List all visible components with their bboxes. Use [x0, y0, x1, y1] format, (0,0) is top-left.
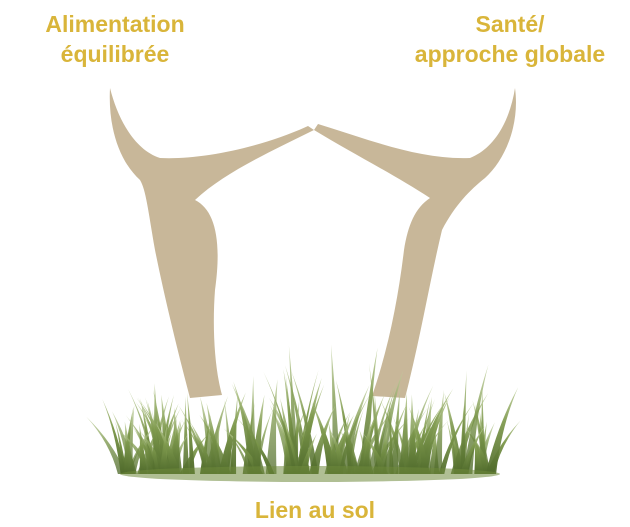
label-health-line-2: approche globale — [392, 39, 628, 69]
grass-base — [120, 466, 500, 482]
label-health-line-1: Santé/ — [392, 9, 628, 39]
label-health-global-approach: Santé/ approche globale — [392, 9, 628, 69]
label-soil-link: Lien au sol — [200, 495, 430, 525]
grass-tuft — [86, 345, 520, 483]
right-horn-shape — [314, 88, 516, 398]
label-balanced-feeding-line-2: équilibrée — [20, 39, 210, 69]
left-horn-shape — [110, 88, 314, 398]
label-balanced-feeding-line-1: Alimentation — [20, 9, 210, 39]
label-balanced-feeding: Alimentation équilibrée — [20, 9, 210, 69]
label-soil-link-text: Lien au sol — [200, 495, 430, 525]
